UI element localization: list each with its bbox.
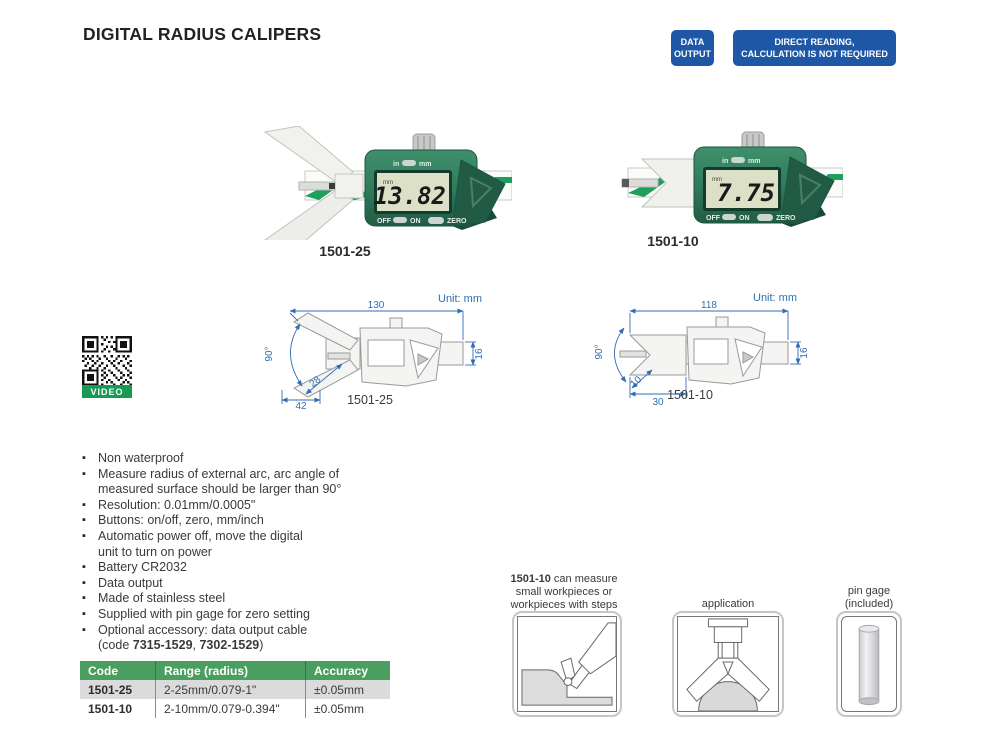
feature-item: Automatic power off, move the digital <box>82 529 412 545</box>
caliper-outline <box>619 316 789 385</box>
lcd-unit-indicator: mm <box>712 177 722 183</box>
dim-height: 16 <box>474 348 485 360</box>
mm-label: mm <box>419 161 431 168</box>
feature-item-continuation: unit to turn on power <box>98 544 212 559</box>
in-label: in <box>722 158 728 165</box>
in-mm-button <box>402 160 416 166</box>
feature-item: Buttons: on/off, zero, mm/inch <box>82 513 412 529</box>
direct-reading-badge: DIRECT READING, CALCULATION IS NOT REQUI… <box>733 30 896 66</box>
note-caption: 1501-10 can measure small workpieces or … <box>510 573 618 612</box>
feature-item-continuation: (code 7315-1529, 7302-1529) <box>98 638 264 653</box>
zero-label: ZERO <box>447 218 467 225</box>
in-label: in <box>393 161 399 168</box>
v-jaw <box>263 126 364 240</box>
on-off-switch <box>722 214 736 220</box>
unit-label-1: Unit: mm <box>438 293 482 305</box>
mm-label: mm <box>748 158 760 165</box>
table-row: 1501-10 2-10mm/0.079-0.394" ±0.05mm <box>80 699 390 718</box>
lcd-value: 13.82 <box>374 182 446 210</box>
product-photo-1501-25: in mm mm 13.82 OFF ON ZERO <box>263 126 512 240</box>
dimension-lines <box>281 308 476 404</box>
dim-angle: 90° <box>594 344 605 359</box>
dimension-lines <box>614 308 801 398</box>
on-label: ON <box>739 215 750 222</box>
dimension-drawing-1501-10: 118 16 90° 10 30 <box>594 300 810 408</box>
feature-item: Supplied with pin gage for zero setting <box>82 607 412 623</box>
dimension-drawing-1501-25: 130 16 90° 28 42 <box>264 300 485 410</box>
feature-item: Optional accessory: data output cable <box>82 623 412 639</box>
wedge <box>780 156 835 224</box>
table-header-row: Code Range (radius) Accuracy <box>80 661 390 680</box>
lcd-unit-indicator: mm <box>383 180 393 186</box>
feature-item: Battery CR2032 <box>82 560 412 576</box>
zero-label: ZERO <box>776 215 796 222</box>
lcd-value: 7.75 <box>717 179 775 207</box>
spec-table: Code Range (radius) Accuracy 1501-25 2-2… <box>80 661 390 718</box>
header-range: Range (radius) <box>155 661 305 680</box>
wedge <box>451 159 506 227</box>
off-label: OFF <box>377 218 392 225</box>
features-list: Non waterproof Measure radius of externa… <box>82 451 412 654</box>
step-workpiece <box>521 669 613 706</box>
drawing-code-1501-25: 1501-25 <box>347 393 393 407</box>
feature-item: Data output <box>82 576 412 592</box>
page-title: DIGITAL RADIUS CALIPERS <box>83 24 322 44</box>
header-code: Code <box>88 663 118 678</box>
product-code-1501-25: 1501-25 <box>319 243 371 259</box>
off-label: OFF <box>706 215 721 222</box>
feature-item: Non waterproof <box>82 451 412 467</box>
feature-item: Resolution: 0.01mm/0.0005" <box>82 498 412 514</box>
dim-jaw-width: 42 <box>295 401 307 410</box>
application-caption: application <box>701 598 755 610</box>
dim-height: 16 <box>799 347 810 359</box>
header-accuracy: Accuracy <box>305 661 390 680</box>
dim-length: 118 <box>701 300 717 311</box>
qr-code-icon <box>82 336 132 386</box>
feature-item: Measure radius of external arc, arc angl… <box>82 467 412 483</box>
zero-button <box>757 214 773 221</box>
zero-button <box>428 217 444 224</box>
pin-gage-caption: pin gage (included) <box>844 585 894 611</box>
digital-unit: in mm mm 13.82 OFF ON ZERO <box>364 133 506 230</box>
data-output-badge: DATA OUTPUT <box>671 30 714 66</box>
lcd-screen <box>377 173 449 211</box>
video-label: VIDEO <box>82 385 132 398</box>
step-measure-illustration <box>512 611 622 717</box>
drawing-code-1501-10: 1501-10 <box>667 388 713 402</box>
pin-gage <box>858 624 880 706</box>
product-code-1501-10: 1501-10 <box>647 233 699 249</box>
round-workpiece <box>698 681 758 711</box>
wedge-jaw <box>621 158 695 208</box>
application-illustration <box>672 611 784 717</box>
on-off-switch <box>393 217 407 223</box>
unit-label-2: Unit: mm <box>753 292 797 304</box>
dim-jaw-depth: 10 <box>629 374 645 390</box>
digital-unit: in mm mm 7.75 OFF ON ZERO <box>693 131 835 227</box>
pin-gage-illustration <box>836 611 902 717</box>
caliper-tip <box>560 622 616 690</box>
feature-item-continuation: measured surface should be larger than 9… <box>98 482 342 497</box>
feature-item: Made of stainless steel <box>82 591 412 607</box>
v-jaws <box>686 618 770 702</box>
dim-angle: 90° <box>264 346 275 361</box>
lcd-screen <box>706 170 778 208</box>
accessory-code-1: 7315-1529 <box>132 638 193 653</box>
product-photo-1501-10: in mm mm 7.75 OFF ON ZERO <box>621 131 843 227</box>
table-row: 1501-25 2-25mm/0.079-1" ±0.05mm <box>80 680 390 699</box>
in-mm-button <box>731 157 745 163</box>
dim-length: 130 <box>368 300 385 311</box>
dim-jaw-width: 30 <box>652 397 664 408</box>
accessory-code-2: 7302-1529 <box>199 638 260 653</box>
on-label: ON <box>410 218 421 225</box>
